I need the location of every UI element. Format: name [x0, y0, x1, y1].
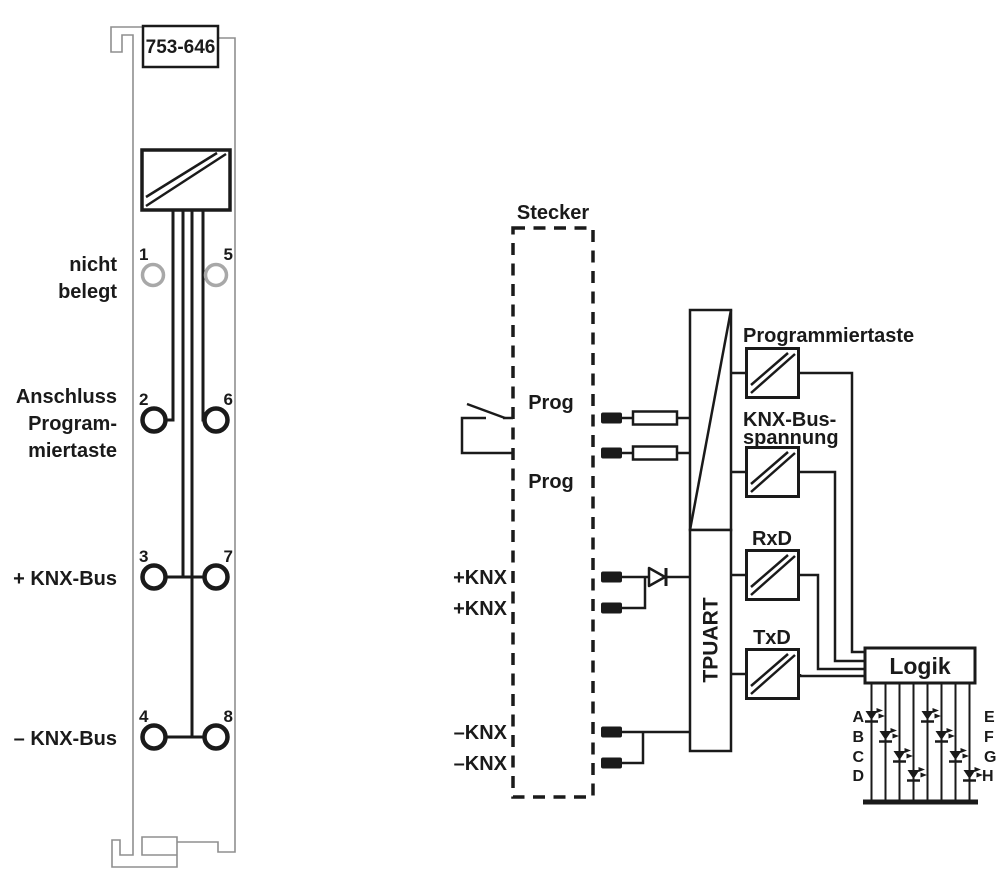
module-electronics-block — [140, 148, 232, 212]
resistor-2 — [631, 445, 679, 461]
terminal-number-8: 8 — [224, 707, 233, 726]
label-txd: TxD — [753, 627, 791, 649]
schematic: Stecker Prog Prog +KNX +KNX –KNX –KNX — [453, 202, 996, 805]
label-nicht: nicht — [69, 254, 117, 276]
pin-knxm-1 — [601, 726, 622, 738]
label-programmiertaste: Programmiertaste — [743, 325, 914, 347]
label-knx-plus-1: +KNX — [453, 567, 508, 589]
label-knx-minus-1: –KNX — [454, 722, 508, 744]
prog-switch — [460, 402, 513, 455]
label-knx-minus-2: –KNX — [454, 753, 508, 775]
label-belegt: belegt — [58, 281, 117, 303]
led-g-icon — [949, 748, 969, 762]
terminal-1 — [140, 262, 166, 288]
resistor-1 — [631, 410, 679, 426]
module-753-646: 753-646 1 5 2 6 3 7 — [13, 24, 236, 868]
prog-resistors — [622, 410, 690, 461]
terminal-row-3-7: 3 7 — [139, 547, 233, 591]
led-label-c: C — [852, 749, 864, 766]
terminal-number-3: 3 — [139, 547, 148, 566]
terminal-2 — [140, 406, 168, 434]
tpuart-block: TPUART — [688, 528, 733, 753]
led-label-b: B — [852, 729, 864, 746]
pin-knxp-1 — [601, 571, 622, 583]
module-side-labels: nicht belegt Anschluss Program- miertast… — [13, 254, 117, 750]
part-number: 753-646 — [146, 37, 216, 58]
optocoupler-bus-voltage — [747, 448, 799, 497]
terminal-7 — [202, 563, 230, 591]
module-wires — [166, 210, 205, 739]
led-d-icon — [907, 767, 927, 781]
led-e-icon — [921, 708, 941, 722]
label-program: Program- — [28, 413, 117, 435]
terminal-number-1: 1 — [139, 245, 148, 264]
terminal-4 — [140, 723, 168, 751]
label-knx-plus-2: +KNX — [453, 598, 508, 620]
label-prog-bottom: Prog — [528, 471, 574, 493]
led-label-g: G — [984, 749, 996, 766]
terminal-3 — [140, 563, 168, 591]
knx-plus-wiring — [622, 566, 690, 610]
led-label-f: F — [984, 729, 994, 746]
opto-input-wires — [731, 371, 745, 676]
terminal-number-2: 2 — [139, 390, 148, 409]
led-a-icon — [865, 708, 885, 722]
logic-label: Logik — [889, 653, 951, 679]
label-rxd: RxD — [752, 528, 792, 550]
terminal-number-6: 6 — [224, 390, 233, 409]
optocoupler-prog-button — [747, 349, 799, 398]
switch-blade-icon — [466, 402, 506, 420]
module-outline — [110, 26, 236, 868]
led-b-icon — [879, 728, 899, 742]
logic-block: Logik — [863, 646, 977, 685]
terminal-5 — [203, 262, 229, 288]
led-array: A B C D E F G H — [852, 683, 996, 805]
terminal-row-1-5: 1 5 — [139, 245, 233, 288]
connector-pins — [601, 412, 622, 769]
led-c-icon — [893, 748, 913, 762]
led-label-e: E — [984, 709, 995, 726]
label-knx-busspannung-1: KNX-Bus- — [743, 409, 836, 431]
label-prog-top: Prog — [528, 392, 574, 414]
led-label-h: H — [982, 768, 994, 785]
optocoupler-txd — [747, 650, 799, 699]
terminal-row-2-6: 2 6 — [139, 390, 233, 434]
terminal-number-7: 7 — [224, 547, 233, 566]
label-knx-plus: + KNX-Bus — [13, 568, 117, 590]
terminal-row-4-8: 4 8 — [139, 707, 233, 751]
terminal-number-5: 5 — [224, 245, 233, 264]
level-shifter-block — [688, 308, 733, 532]
knx-minus-wiring — [622, 730, 690, 765]
optocoupler-rxd — [747, 551, 799, 600]
pin-prog-1 — [601, 412, 622, 424]
pin-knxp-2 — [601, 602, 622, 614]
diode-icon — [647, 566, 668, 588]
led-h-icon — [963, 767, 983, 781]
led-f-icon — [935, 728, 955, 742]
tpuart-label: TPUART — [700, 597, 723, 682]
connector-title: Stecker — [517, 202, 589, 224]
label-knx-minus: – KNX-Bus — [14, 728, 117, 750]
label-miertaste: miertaste — [28, 440, 117, 462]
opto-output-wires — [798, 371, 865, 678]
terminal-number-4: 4 — [139, 707, 149, 726]
pin-prog-2 — [601, 447, 622, 459]
part-number-box: 753-646 — [141, 24, 220, 69]
label-knx-busspannung-2: spannung — [743, 427, 839, 449]
led-label-a: A — [852, 709, 864, 726]
label-anschluss: Anschluss — [16, 386, 117, 408]
terminal-8 — [202, 723, 230, 751]
terminal-6 — [202, 406, 230, 434]
connector-outline — [511, 226, 595, 799]
pin-knxm-2 — [601, 757, 622, 769]
led-label-d: D — [852, 768, 864, 785]
